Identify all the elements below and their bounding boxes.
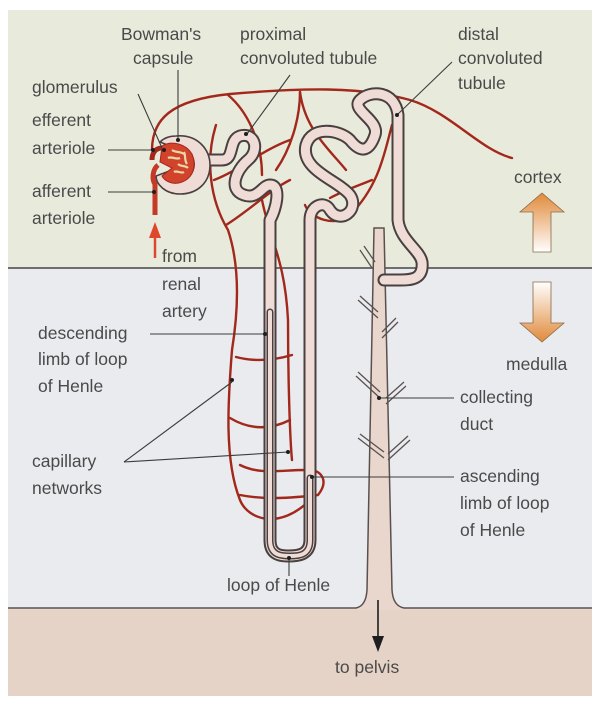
leader-lines — [108, 61, 454, 576]
glomerulus — [159, 142, 195, 184]
efferent-arteriole — [149, 145, 163, 161]
label-distal-tubule: distal convoluted tubule — [458, 24, 548, 93]
collecting-duct-branches — [355, 245, 411, 461]
renal-pelvis-region — [8, 608, 592, 696]
inflow-arrow-icon — [149, 222, 161, 258]
label-proximal-tubule: proximal convoluted tubule — [240, 24, 377, 68]
nephron-tubule — [193, 87, 429, 563]
label-capillary-networks: capillary networks — [32, 451, 102, 498]
label-bowmans-capsule: Bowman's capsule — [121, 24, 206, 68]
afferent-arteriole — [150, 163, 160, 215]
cortex-region — [8, 10, 592, 268]
to-pelvis-arrow-icon — [372, 600, 384, 652]
label-ascending-limb: ascending limb of loop of Henle — [460, 466, 554, 540]
collecting-duct-outline — [8, 227, 592, 609]
label-to-pelvis: to pelvis — [335, 657, 399, 677]
label-afferent-arteriole: afferent arteriole — [32, 181, 96, 228]
label-efferent-arteriole: efferent arteriole — [32, 110, 96, 158]
label-descending-limb: descending limb of loop of Henle — [38, 323, 132, 396]
label-renal-artery: from renal artery — [162, 246, 207, 321]
label-medulla: medulla — [506, 354, 568, 374]
medulla-arrow-icon — [518, 281, 566, 343]
label-loop-of-henle: loop of Henle — [227, 575, 330, 595]
label-collecting-duct: collecting duct — [460, 387, 538, 434]
label-cortex: cortex — [514, 167, 562, 187]
cortex-arrow-icon — [518, 192, 566, 253]
label-glomerulus: glomerulus — [32, 77, 118, 97]
